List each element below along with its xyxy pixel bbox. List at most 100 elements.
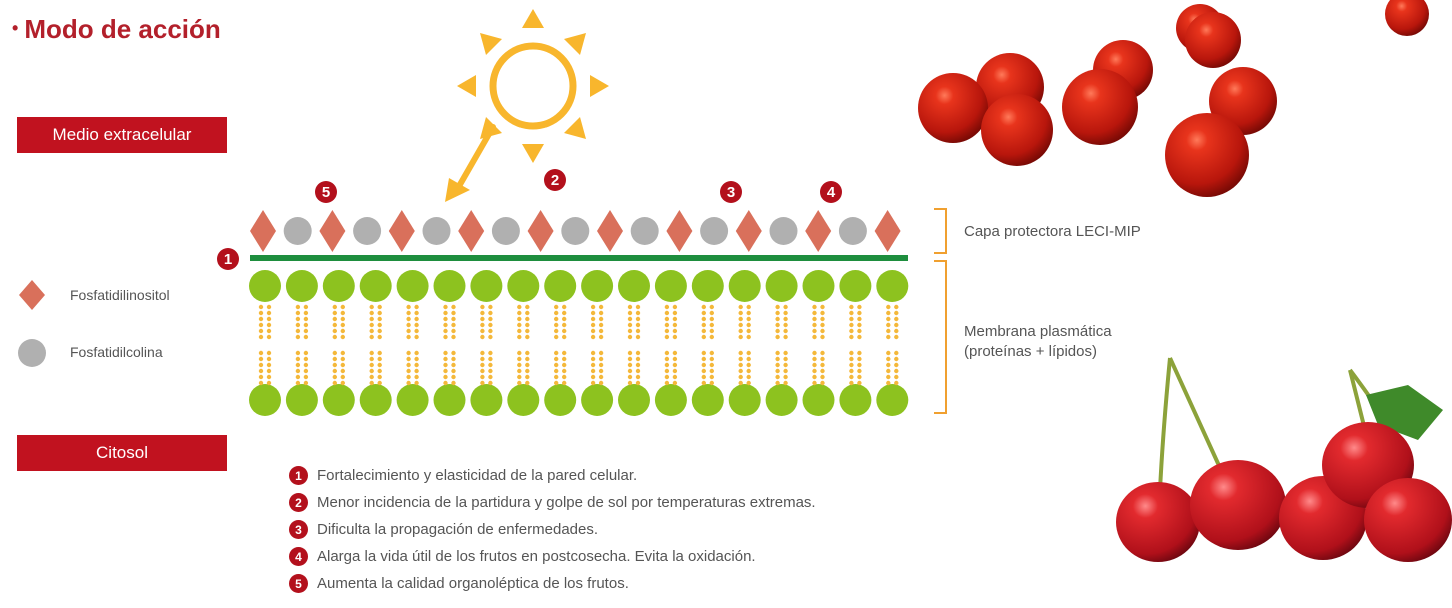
cherry-fruits	[1116, 422, 1452, 562]
fosfatidilinositol-diamond	[527, 210, 554, 252]
lipid-tail-dot	[820, 380, 825, 386]
lipid-tail-dot	[488, 334, 493, 340]
lipid-tail-dot	[266, 368, 272, 374]
lipid-tail-dot	[590, 334, 596, 340]
lipid-tail-dot	[635, 316, 641, 322]
protective-layer-bracket	[934, 208, 947, 254]
extracellular-label: Medio extracelular	[17, 117, 227, 153]
lipid-tail-dot	[377, 368, 382, 374]
lipid-tail-dot	[295, 350, 301, 356]
lipid-tail-dot	[295, 316, 301, 322]
list-number: 4	[289, 547, 308, 566]
fosfatidilcolina-circle	[353, 217, 382, 245]
lipid-tail-dot	[672, 350, 678, 356]
lipid-tail-dot	[488, 322, 493, 328]
lipid-tail-dot	[303, 334, 309, 340]
lipid-tail-dot	[266, 328, 272, 334]
lipid-tail-dot	[517, 362, 522, 368]
lipid-tail-dot	[562, 362, 567, 368]
lipid-tail-dot	[266, 362, 272, 368]
lipid-tail-dot	[664, 380, 670, 386]
lipid-tail-dot	[480, 380, 485, 386]
lipid-tail-dot	[783, 322, 788, 328]
lipid-tail-dot	[369, 304, 374, 310]
lipid-tail-dot	[783, 356, 788, 362]
lipid-tail-dot	[414, 322, 419, 328]
lipid-tail-dot	[590, 328, 596, 334]
lipid-head-top	[359, 270, 392, 302]
lipid-tail-dot	[562, 328, 567, 334]
lipid-tail-dot	[738, 380, 743, 386]
cytosol-label-text: Citosol	[96, 443, 148, 462]
lipid-tail-dot	[590, 316, 596, 322]
lipid-tail-dot	[406, 310, 411, 316]
lipid-tail-dot	[849, 362, 854, 368]
lipid-tail-dot	[598, 350, 604, 356]
lipid-tail-dot	[857, 356, 862, 362]
lipid-tail-dot	[664, 310, 670, 316]
lipid-tail-dot	[812, 334, 817, 340]
cytosol-label: Citosol	[17, 435, 227, 471]
lipid-tail-dot	[369, 350, 374, 356]
lipid-head-bottom	[249, 384, 281, 416]
lipid-tail-dot	[517, 328, 522, 334]
lipid-tail-dot	[812, 310, 817, 316]
lipid-tail-dot	[738, 374, 743, 380]
fosfatidilinositol-diamond	[388, 210, 415, 252]
lipid-tail-dot	[266, 356, 272, 362]
lipid-tail-dot	[369, 368, 374, 374]
lipid-tail-dot	[369, 322, 374, 328]
lipid-tail-dot	[258, 334, 264, 340]
list-item: 3 Dificulta la propagación de enfermedad…	[289, 516, 816, 543]
lipid-tail-dot	[488, 374, 493, 380]
lipid-tail-dot	[517, 374, 522, 380]
lipid-tail-dot	[406, 328, 411, 334]
lipid-tail-dot	[783, 310, 788, 316]
lipid-tail-dot	[746, 368, 751, 374]
lipid-tail-dot	[709, 374, 714, 380]
lipid-tail-dot	[820, 350, 825, 356]
title-text: Modo de acción	[24, 14, 221, 44]
lipid-tail-dot	[812, 316, 817, 322]
lipid-tail-dot	[598, 322, 604, 328]
lipid-tail-dot	[783, 334, 788, 340]
lipid-tail-dot	[525, 328, 530, 334]
lipid-tail-dot	[738, 368, 743, 374]
sun-rays	[457, 9, 609, 163]
lipid-tail-dot	[857, 374, 862, 380]
lipid-tail-dot	[414, 316, 419, 322]
lipid-tail-dot	[820, 316, 825, 322]
lipid-head-top	[433, 270, 466, 302]
lipid-tail-dot	[701, 362, 706, 368]
fosfatidilcolina-circle	[561, 217, 590, 245]
lipid-tail-dot	[406, 304, 411, 310]
lipid-tail-dot	[598, 334, 604, 340]
lipid-tail-dot	[377, 380, 382, 386]
lipid-tail-dot	[525, 334, 530, 340]
fosfatidilcolina-circle	[630, 217, 659, 245]
lipid-tail-dot	[598, 356, 604, 362]
fosfatidilcolina-circle	[283, 217, 312, 245]
lipid-tail-dot	[672, 362, 678, 368]
list-text: Dificulta la propagación de enfermedades…	[317, 521, 599, 538]
lipid-tail-dot	[849, 310, 854, 316]
lipid-tail-dot	[820, 362, 825, 368]
lipid-tail-dot	[894, 368, 899, 374]
lipid-tail-dot	[857, 316, 862, 322]
lipid-tail-dot	[812, 374, 817, 380]
lipid-tail-dot	[701, 334, 706, 340]
lipid-head-bottom	[618, 384, 650, 416]
legend-label-fosfatidilinositol: Fosfatidilinositol	[70, 287, 170, 303]
tomato-group	[918, 0, 1429, 197]
lipid-tail-dot	[635, 350, 641, 356]
lipid-tail-dot	[820, 374, 825, 380]
lipid-tail-dot	[377, 356, 382, 362]
lipid-tail-dot	[775, 368, 780, 374]
lipid-tail-dot	[258, 322, 264, 328]
list-text: Alarga la vida útil de los frutos en pos…	[317, 548, 756, 565]
cherry-tomatoes-image	[918, 0, 1429, 197]
lipid-head-top	[507, 270, 540, 302]
lipid-tail-dot	[517, 356, 522, 362]
lipid-tail-dot	[709, 322, 714, 328]
lipid-tail-dot	[369, 316, 374, 322]
